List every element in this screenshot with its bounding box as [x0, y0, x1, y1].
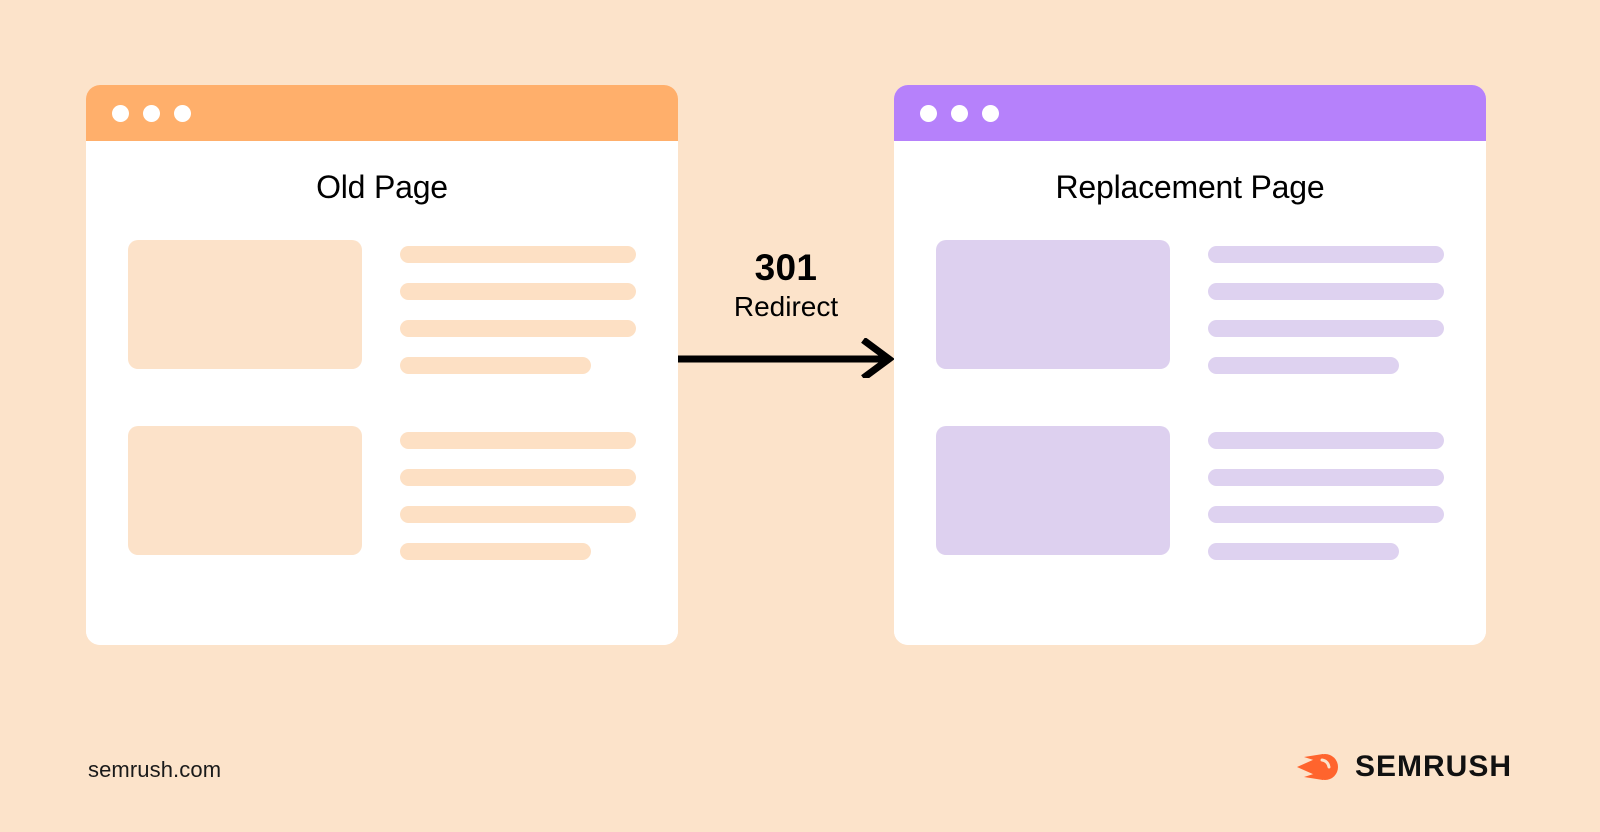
text-line [1208, 357, 1400, 375]
text-line [400, 432, 636, 450]
window-dot-1-icon [112, 104, 129, 122]
replacement-page-titlebar [894, 85, 1486, 141]
image-placeholder [128, 240, 362, 370]
replacement-page-browser-card: Replacement Page [894, 85, 1486, 645]
window-dot-3-icon [982, 104, 999, 122]
source-url: semrush.com [88, 757, 222, 782]
text-line [400, 506, 636, 524]
old-page-title: Old Page [316, 169, 448, 205]
text-line [400, 469, 636, 487]
text-placeholder-group [400, 426, 636, 561]
window-dot-2-icon [143, 104, 160, 122]
semrush-logo: SEMRUSH [1296, 750, 1512, 784]
text-placeholder-group [400, 240, 636, 375]
text-line [1208, 432, 1444, 450]
text-line [400, 320, 636, 338]
image-placeholder [936, 426, 1170, 556]
redirect-label: 301 Redirect [678, 248, 894, 322]
text-line [1208, 320, 1444, 338]
text-placeholder-group [1208, 240, 1444, 375]
window-dot-2-icon [951, 104, 968, 122]
text-line [1208, 283, 1444, 301]
text-line [400, 357, 592, 375]
replacement-page-content-block-1 [936, 240, 1444, 375]
semrush-wordmark: SEMRUSH [1354, 750, 1512, 783]
old-page-body: Old Page [86, 141, 678, 645]
semrush-comet-icon [1296, 754, 1338, 780]
arrow-right-icon [678, 338, 894, 378]
old-page-titlebar [86, 85, 678, 141]
old-page-content-block-1 [128, 240, 636, 375]
text-placeholder-group [1208, 426, 1444, 561]
redirect-status-code: 301 [754, 247, 818, 288]
text-line [1208, 246, 1444, 264]
replacement-page-body: Replacement Page [894, 141, 1486, 645]
text-line [400, 246, 636, 264]
window-dot-1-icon [920, 104, 937, 122]
old-page-content-block-2 [128, 426, 636, 561]
redirect-connector: 301 Redirect [678, 248, 894, 378]
redirect-word: Redirect [733, 290, 839, 322]
replacement-page-content-block-2 [936, 426, 1444, 561]
replacement-page-title: Replacement Page [1055, 169, 1325, 205]
old-page-browser-card: Old Page [86, 85, 678, 645]
text-line [1208, 469, 1444, 487]
window-dot-3-icon [174, 104, 191, 122]
image-placeholder [936, 240, 1170, 370]
text-line [1208, 506, 1444, 524]
text-line [1208, 543, 1400, 561]
image-placeholder [128, 426, 362, 556]
text-line [400, 283, 636, 301]
text-line [400, 543, 592, 561]
